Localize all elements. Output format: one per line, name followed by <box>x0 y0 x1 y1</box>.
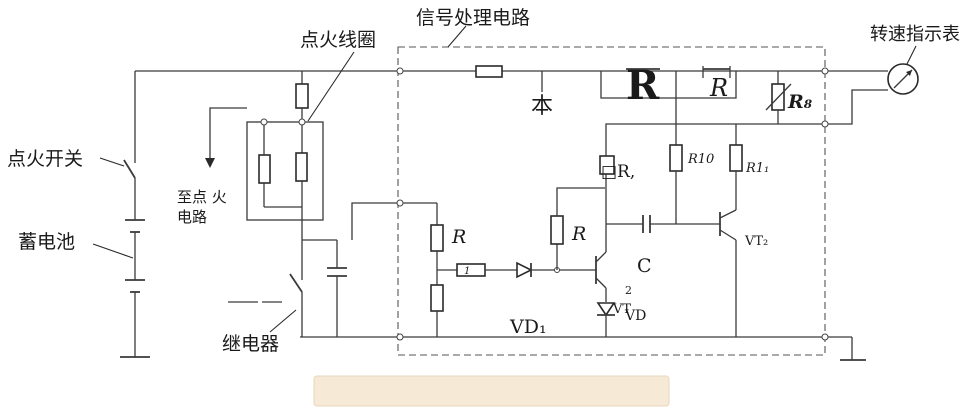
label-r8: R₈ <box>787 91 813 113</box>
r11-resistor <box>729 144 743 172</box>
divider-resistor-top <box>430 224 444 252</box>
base-resistor-wire-2 <box>556 187 605 216</box>
coil-junction <box>260 118 268 126</box>
tachometer-needle-tip <box>906 70 912 76</box>
battery-label: 蓄电池 <box>18 231 75 253</box>
label-vt: VT <box>612 302 631 317</box>
label-vd: VD <box>624 308 646 324</box>
relay-contact-blade <box>289 273 303 293</box>
relay-signal-wire <box>351 202 437 240</box>
label-vd1: VD₁ <box>509 316 547 338</box>
ignition-switch-label: 点火开关 <box>7 148 83 170</box>
caption-bar <box>313 375 670 407</box>
r8-output-wire <box>736 89 888 125</box>
vt2-collector <box>719 209 737 219</box>
label-r7-box: □R, <box>601 162 635 182</box>
battery-leader <box>92 243 134 259</box>
coil-winding-left <box>258 154 271 184</box>
coil-resistor <box>295 83 309 109</box>
coil-winding-right <box>295 152 308 182</box>
r7-resistor <box>599 155 615 175</box>
relay-label: 继电器 <box>222 333 279 355</box>
label-c: C <box>637 255 652 277</box>
right-bottom-junction <box>821 333 829 341</box>
label-r-top: R <box>709 74 728 102</box>
right-top-junction <box>821 67 829 75</box>
top-r-bracket <box>676 71 737 99</box>
label-input-resistor: 1 <box>464 266 470 277</box>
to-ignition-label-2: 电路 <box>177 208 207 226</box>
big-r-bracket <box>600 71 677 99</box>
input-diode <box>516 261 533 279</box>
label-r-mid: R <box>571 223 586 245</box>
label-r10: R10 <box>687 152 714 167</box>
r8-arrow <box>765 83 792 111</box>
signal-processing-box <box>397 46 826 356</box>
label-r11: R1₁ <box>745 161 769 176</box>
top-series-resistor <box>475 65 503 78</box>
divider-resistor-bottom <box>430 284 444 312</box>
signal-box-leader <box>447 25 467 48</box>
ignition-coil-label: 点火线圈 <box>300 29 376 51</box>
relay-junction <box>396 199 404 207</box>
coil-winding-box <box>246 121 324 221</box>
right-mid-junction <box>821 120 829 128</box>
r10-resistor <box>669 144 683 172</box>
label-vt1-sub: 2 <box>625 284 632 297</box>
coil-junction-2 <box>298 118 306 126</box>
to-ignition-label-1: 至点 火 <box>177 188 227 206</box>
to-ignition-arrow <box>205 158 215 168</box>
to-ignition-wire <box>209 107 247 160</box>
label-vt2: VT₂ <box>744 234 768 249</box>
tachometer-leader <box>906 45 917 65</box>
input-resistor <box>456 263 486 277</box>
coil-leader <box>307 51 355 122</box>
zener-diode <box>596 302 616 317</box>
vt1-collector <box>595 251 607 263</box>
relay-leader <box>269 309 297 333</box>
label-top-diode: 本 <box>531 94 553 119</box>
ignition-switch-blade <box>123 159 136 179</box>
vt2-emitter <box>719 229 737 241</box>
switch-leader <box>99 157 125 167</box>
top-left-junction <box>396 67 404 75</box>
tachometer-label: 转速指示表 <box>870 24 960 45</box>
label-r-big: R <box>626 62 660 109</box>
bottom-left-junction <box>396 333 404 341</box>
base-resistor <box>550 215 564 245</box>
signal-circuit-label: 信号处理电路 <box>416 7 530 29</box>
vt1-emitter <box>595 277 607 289</box>
label-r-left: R <box>451 226 466 248</box>
